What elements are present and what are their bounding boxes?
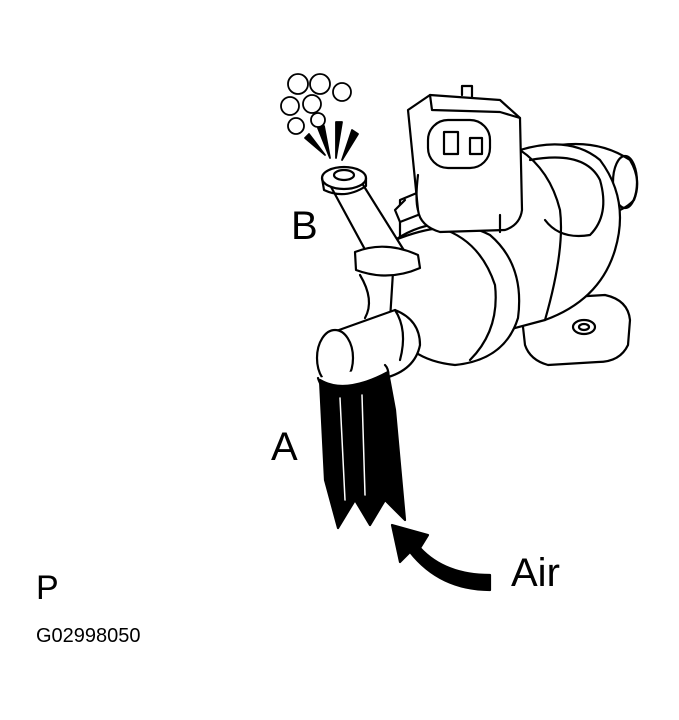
port-b-pipe	[320, 165, 422, 320]
bolt-hole	[571, 318, 597, 336]
curved-arrow-icon	[390, 523, 492, 592]
hose	[318, 370, 407, 530]
port-a-label: A	[271, 425, 298, 469]
pressure-label: P	[36, 569, 59, 607]
figure-id: G02998050	[36, 625, 141, 647]
port-a-elbow	[315, 308, 422, 404]
air-label: Air	[511, 551, 560, 595]
air-puff-icon	[280, 73, 359, 161]
electrical-connector	[393, 84, 524, 234]
port-b-label: B	[291, 204, 318, 248]
